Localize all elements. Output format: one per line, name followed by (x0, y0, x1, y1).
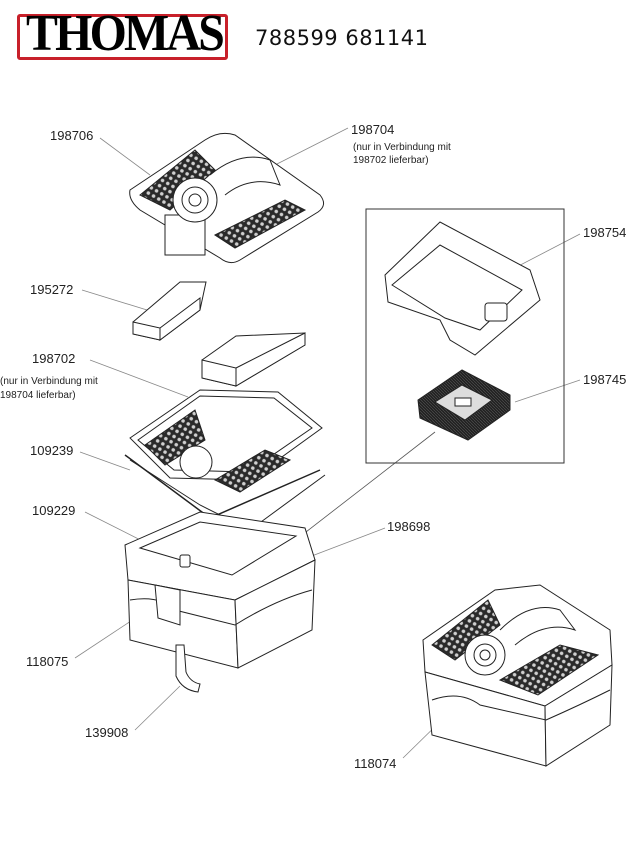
part-198745-filter-holder (417, 369, 511, 441)
part-198702-tray (124, 389, 326, 531)
part-118075-tank (124, 511, 316, 669)
leader-139908 (134, 685, 181, 731)
note-198704-line2: 198702 lieferbar) (353, 155, 429, 166)
label-139908: 139908 (85, 725, 129, 740)
inset-box (365, 208, 565, 464)
label-109229: 109229 (32, 503, 76, 518)
label-198698: 198698 (387, 519, 431, 534)
product-number: 788599 681141 (255, 26, 429, 50)
leader-109239 (79, 451, 131, 471)
label-198704: 198704 (351, 122, 395, 137)
label-198702: 198702 (32, 351, 76, 366)
note-198704-line1: (nur in Verbindung mit (353, 142, 451, 153)
thomas-logo: THOMAS (17, 8, 228, 60)
part-118074-assembly (422, 584, 613, 767)
label-198706: 198706 (50, 128, 94, 143)
label-109239: 109239 (30, 443, 74, 458)
label-198754: 198754 (583, 225, 627, 240)
note-198702-line1: (nur in Verbindung mit (0, 376, 98, 387)
label-118075: 118075 (26, 654, 69, 669)
part-198706-lid (129, 132, 324, 264)
label-195272: 195272 (30, 282, 74, 297)
label-118074: 118074 (354, 756, 397, 771)
part-139908-hose (175, 644, 201, 693)
part-195272-foam (132, 281, 207, 341)
leader-198745 (514, 379, 581, 403)
brand-name: THOMAS (26, 5, 225, 62)
part-198754-cover (384, 221, 541, 356)
leader-198704 (274, 127, 349, 166)
leader-198706 (99, 137, 151, 176)
note-198702-line2: 198704 lieferbar) (0, 390, 76, 401)
part-foam-second (201, 332, 306, 387)
label-198745: 198745 (583, 372, 627, 387)
leader-198702 (89, 359, 189, 398)
